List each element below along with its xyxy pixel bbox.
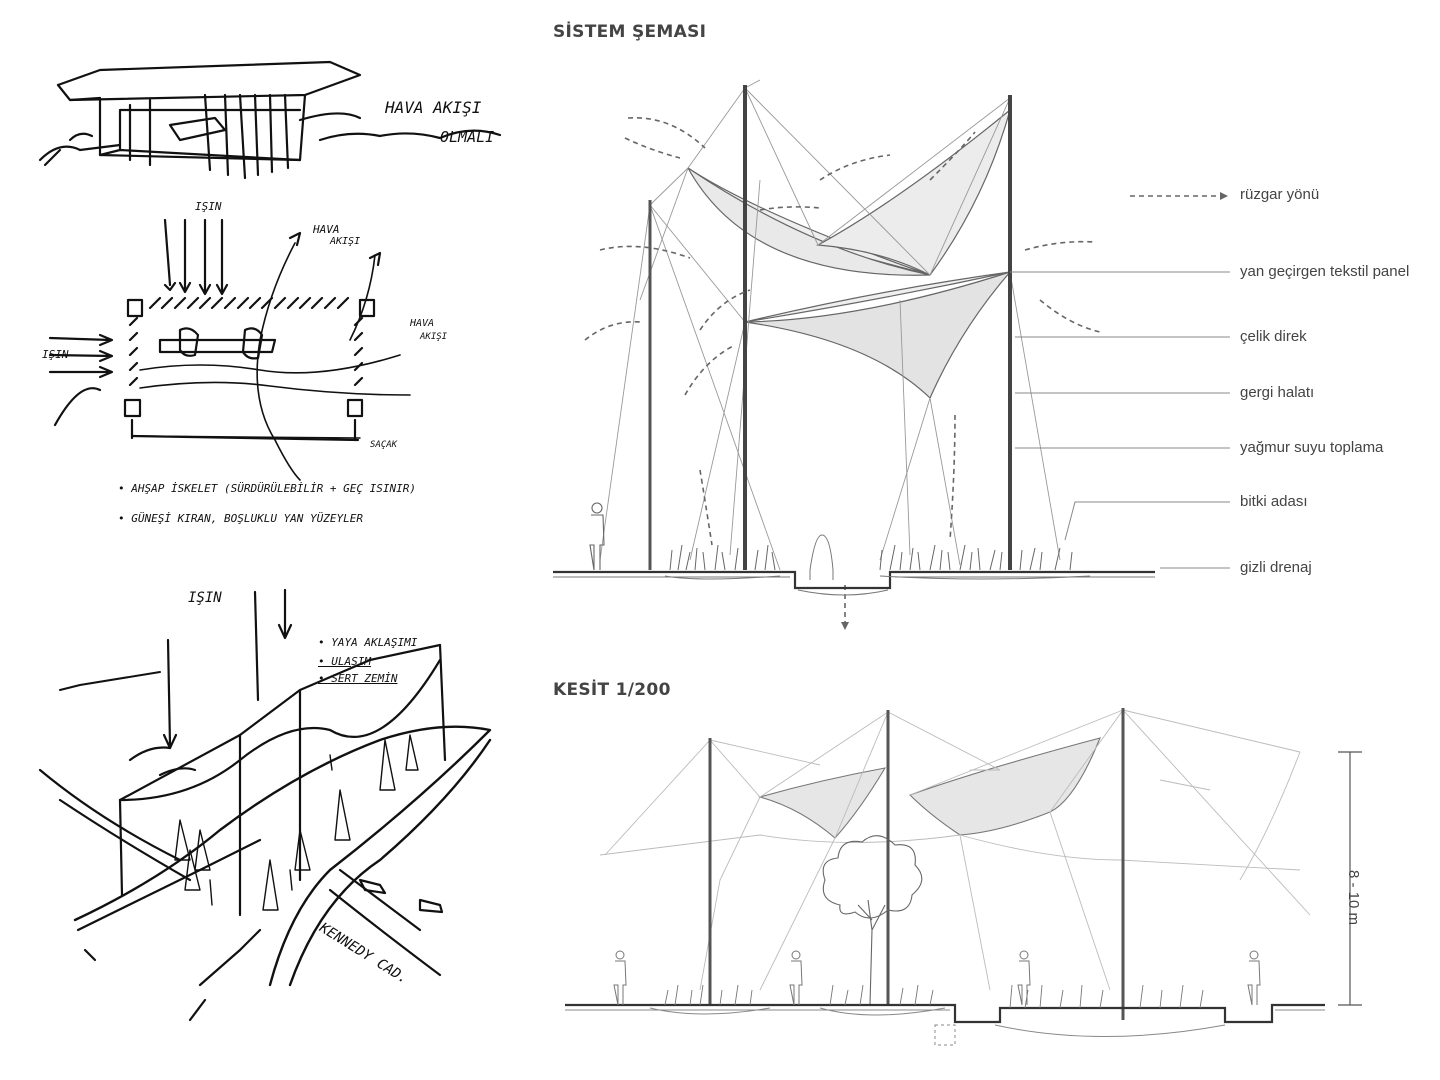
pavilion-sketch [38,60,502,180]
perspective-note-3: • SERT ZEMİN [318,672,398,685]
plan-sketch [48,218,411,481]
section-title: KESİT 1/200 [553,680,671,700]
plan-label-hava-right-1: HAVA [410,318,435,329]
legend-tension-cable: gergi halatı [1240,384,1315,401]
legend-rainwater: yağmur suyu toplama [1240,439,1384,456]
sketch-note-airflow-2: OLMALI [440,128,495,146]
perspective-label-isin: IŞIN [188,590,222,606]
legend-plant-island: bitki adası [1240,493,1308,510]
section-height-label: 8 - 10 m [1345,870,1362,926]
perspective-note-2: • ULAŞIM [318,655,371,668]
legend-steel-mast: çelik direk [1240,328,1307,345]
legend-textile-panel: yan geçirgen tekstil panel [1240,263,1410,280]
plan-label-hava-top-1: HAVA [313,223,340,236]
plan-note-1: • AHŞAP İSKELET (SÜRDÜRÜLEBİLİR + GEÇ IS… [118,482,417,495]
legend-hidden-drainage: gizli drenaj [1240,559,1312,576]
perspective-trees [174,734,419,911]
plan-label-isin-left: IŞIN [42,348,69,361]
sketch-note-airflow-1: HAVA AKIŞI [385,98,482,117]
plan-label-sacak: SAÇAK [370,440,398,450]
plan-label-hava-right-2: AKIŞI [420,332,448,342]
legend-wind-direction: rüzgar yönü [1240,186,1320,203]
system-title: SİSTEM ŞEMASI [553,22,707,42]
plan-note-2: • GÜNEŞİ KIRAN, BOŞLUKLU YAN YÜZEYLER [118,512,364,525]
perspective-sketch [38,588,492,1022]
plan-label-isin-top: IŞIN [195,200,222,213]
plan-label-hava-top-2: AKIŞI [330,236,361,247]
perspective-note-1: • YAYA AKLAŞIMI [318,636,418,649]
